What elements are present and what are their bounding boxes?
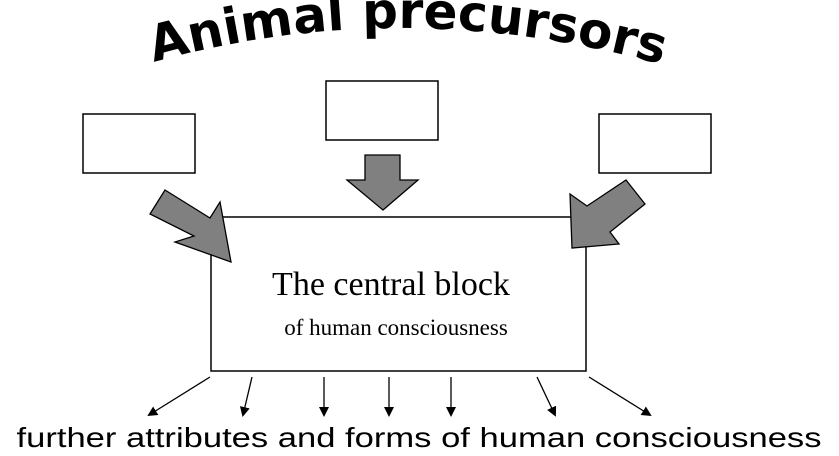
output-arrow-6 — [536, 376, 557, 417]
central-block-title: The central block — [272, 266, 510, 303]
thick-arrow-center — [345, 154, 420, 211]
thick-arrow-right — [569, 179, 646, 249]
precursor-box-right — [598, 113, 712, 174]
diagram-title-path: Animal precursors — [142, 0, 673, 76]
output-arrow-2 — [239, 376, 253, 417]
precursor-box-center — [325, 80, 439, 141]
output-arrow-7 — [588, 376, 652, 417]
diagram-title: Animal precursors — [142, 0, 673, 76]
thick-arrow-left — [149, 189, 232, 263]
central-block-subtitle: of human consciousness — [284, 315, 508, 340]
central-block — [210, 216, 587, 372]
output-arrow-1 — [147, 376, 211, 417]
bottom-label: further attributes and forms of human co… — [17, 422, 822, 453]
precursor-box-left — [82, 113, 196, 174]
output-arrows — [147, 376, 652, 417]
